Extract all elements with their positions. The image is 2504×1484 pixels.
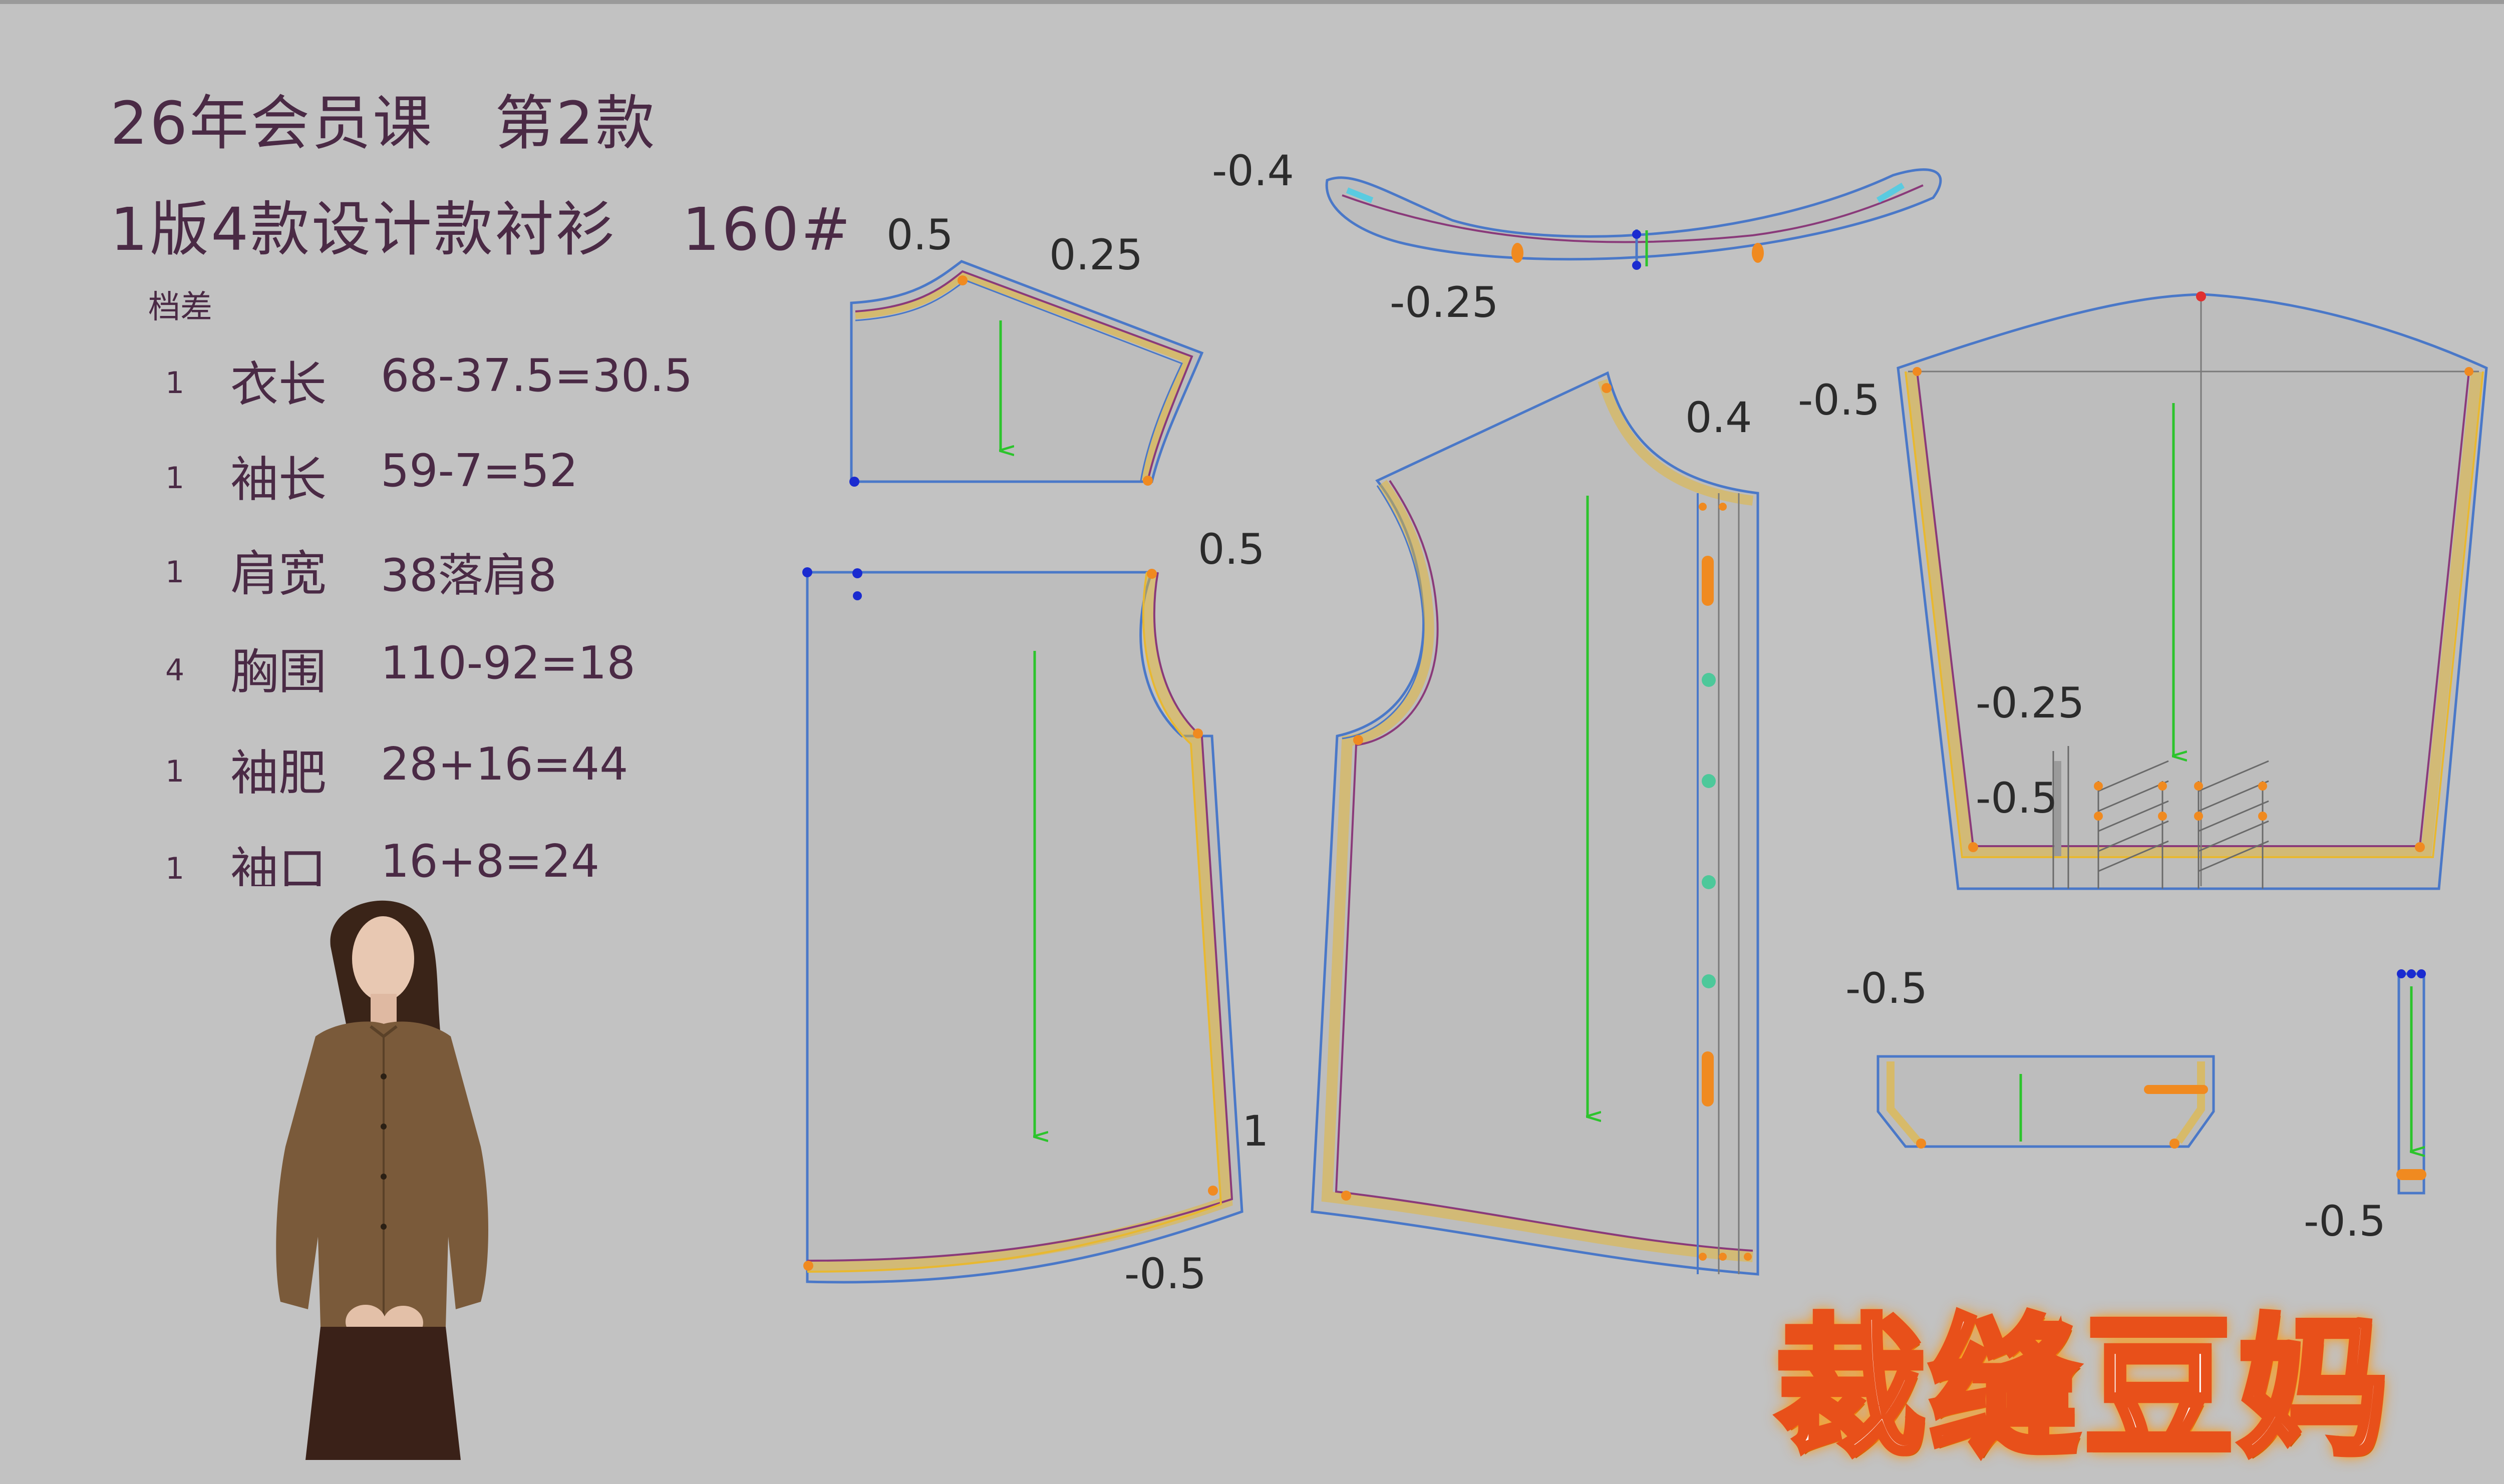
grade-count: 1 <box>165 461 185 496</box>
window-top-border <box>0 0 2504 4</box>
back-piece[interactable] <box>802 567 1243 1284</box>
dim-label: -0.5 <box>1798 376 1880 425</box>
style-name: 1版4款设计款衬衫 <box>110 195 617 264</box>
grade-count: 1 <box>165 555 185 590</box>
front-piece[interactable] <box>1311 371 1759 1276</box>
dim-label: 1 <box>1242 1106 1269 1156</box>
dim-label: -0.5 <box>1845 964 1928 1013</box>
measure-name: 胸围 <box>230 644 327 700</box>
style-title: 1版4款设计款衬衫 160# <box>110 181 852 267</box>
measure-formula: 28+16=44 <box>381 738 629 791</box>
dim-label: 0.25 <box>1049 230 1143 279</box>
placket-piece[interactable] <box>2396 969 2426 1195</box>
dim-label: -0.25 <box>1976 678 2085 727</box>
dim-label: 0.4 <box>1685 393 1752 442</box>
grade-count: 1 <box>165 365 185 401</box>
measure-formula: 16+8=24 <box>381 835 600 888</box>
corner-point[interactable] <box>849 477 859 487</box>
dim-label: 0.5 <box>1198 525 1265 574</box>
notch-point[interactable] <box>958 275 968 285</box>
button-markers <box>1699 503 1752 1261</box>
measure-formula: 38落肩8 <box>381 549 557 602</box>
sleeve-piece[interactable] <box>1897 291 2488 890</box>
model-photo <box>220 886 551 1460</box>
measure-formula: 110-92=18 <box>381 637 636 689</box>
grade-count: 1 <box>165 851 185 886</box>
collar-piece[interactable] <box>1325 168 1942 270</box>
grade-count: 1 <box>165 754 185 789</box>
measure-name: 袖长 <box>230 452 327 508</box>
dim-label: -0.5 <box>2304 1197 2386 1246</box>
dim-label: -0.5 <box>1976 774 2058 823</box>
base-size: 160# <box>682 195 853 264</box>
dim-label: -0.4 <box>1212 146 1294 195</box>
pleat-markers <box>2052 746 2269 889</box>
dim-label: -0.5 <box>1124 1249 1206 1298</box>
cuff-piece[interactable] <box>1876 1055 2215 1149</box>
measure-name: 肩宽 <box>230 546 327 602</box>
channel-logo: 裁缝豆妈 <box>1772 1298 2392 1479</box>
dim-label: 0.5 <box>886 210 954 259</box>
measure-name: 袖肥 <box>230 745 327 801</box>
notch-point[interactable] <box>1143 476 1153 486</box>
yoke-piece[interactable] <box>849 260 1204 487</box>
grade-count: 4 <box>165 653 185 688</box>
course-title: 26年会员课 第2款 <box>110 89 657 158</box>
measure-formula: 68-37.5=30.5 <box>381 349 693 402</box>
grading-heading: 档差 <box>148 289 212 326</box>
measure-name: 衣长 <box>230 356 327 413</box>
measure-formula: 59-7=52 <box>381 445 578 497</box>
dim-label: -0.25 <box>1390 278 1499 327</box>
